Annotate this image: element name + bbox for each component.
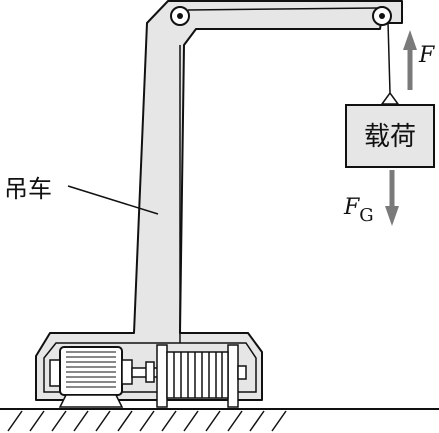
gravity-arrow: FG (343, 170, 399, 226)
pulley-left (170, 6, 190, 26)
load-label: 载荷 (364, 122, 416, 152)
gravity-label-sub: G (359, 205, 373, 226)
crane-callout: 吊车 (4, 175, 159, 215)
ground (0, 408, 439, 432)
cable (187, 7, 391, 94)
load: 载荷 (345, 91, 435, 168)
pulley-right (372, 6, 392, 26)
gravity-label-main: F (343, 195, 360, 220)
gravity-label: FG (343, 195, 374, 226)
force-up-label: F (418, 43, 435, 68)
force-up-arrow: F (403, 30, 435, 90)
crane-label: 吊车 (4, 175, 52, 203)
winch (131, 344, 247, 408)
